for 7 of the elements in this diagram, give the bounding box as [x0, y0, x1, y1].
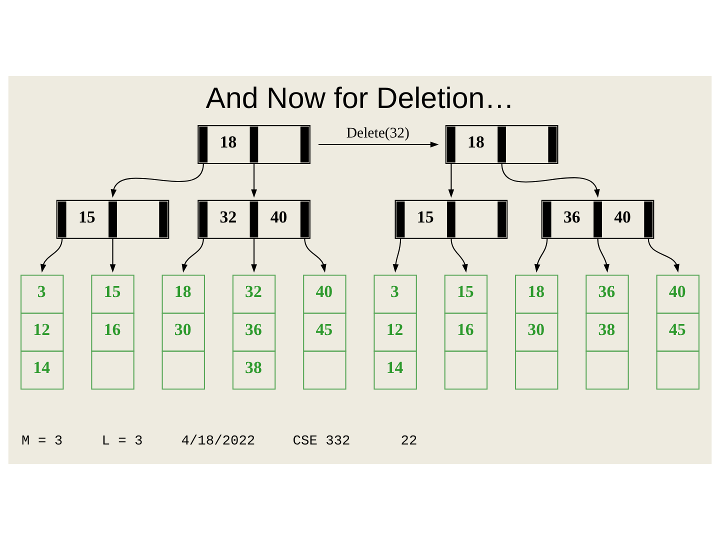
label: 4/18/2022: [181, 434, 256, 450]
label: CSE 332: [292, 434, 350, 450]
label: M = 3: [22, 434, 63, 450]
edge-label: Delete(32): [346, 125, 410, 142]
label: 22: [400, 434, 418, 450]
label: L = 3: [102, 434, 143, 450]
diagram-title: And Now for Deletion…: [206, 82, 514, 116]
